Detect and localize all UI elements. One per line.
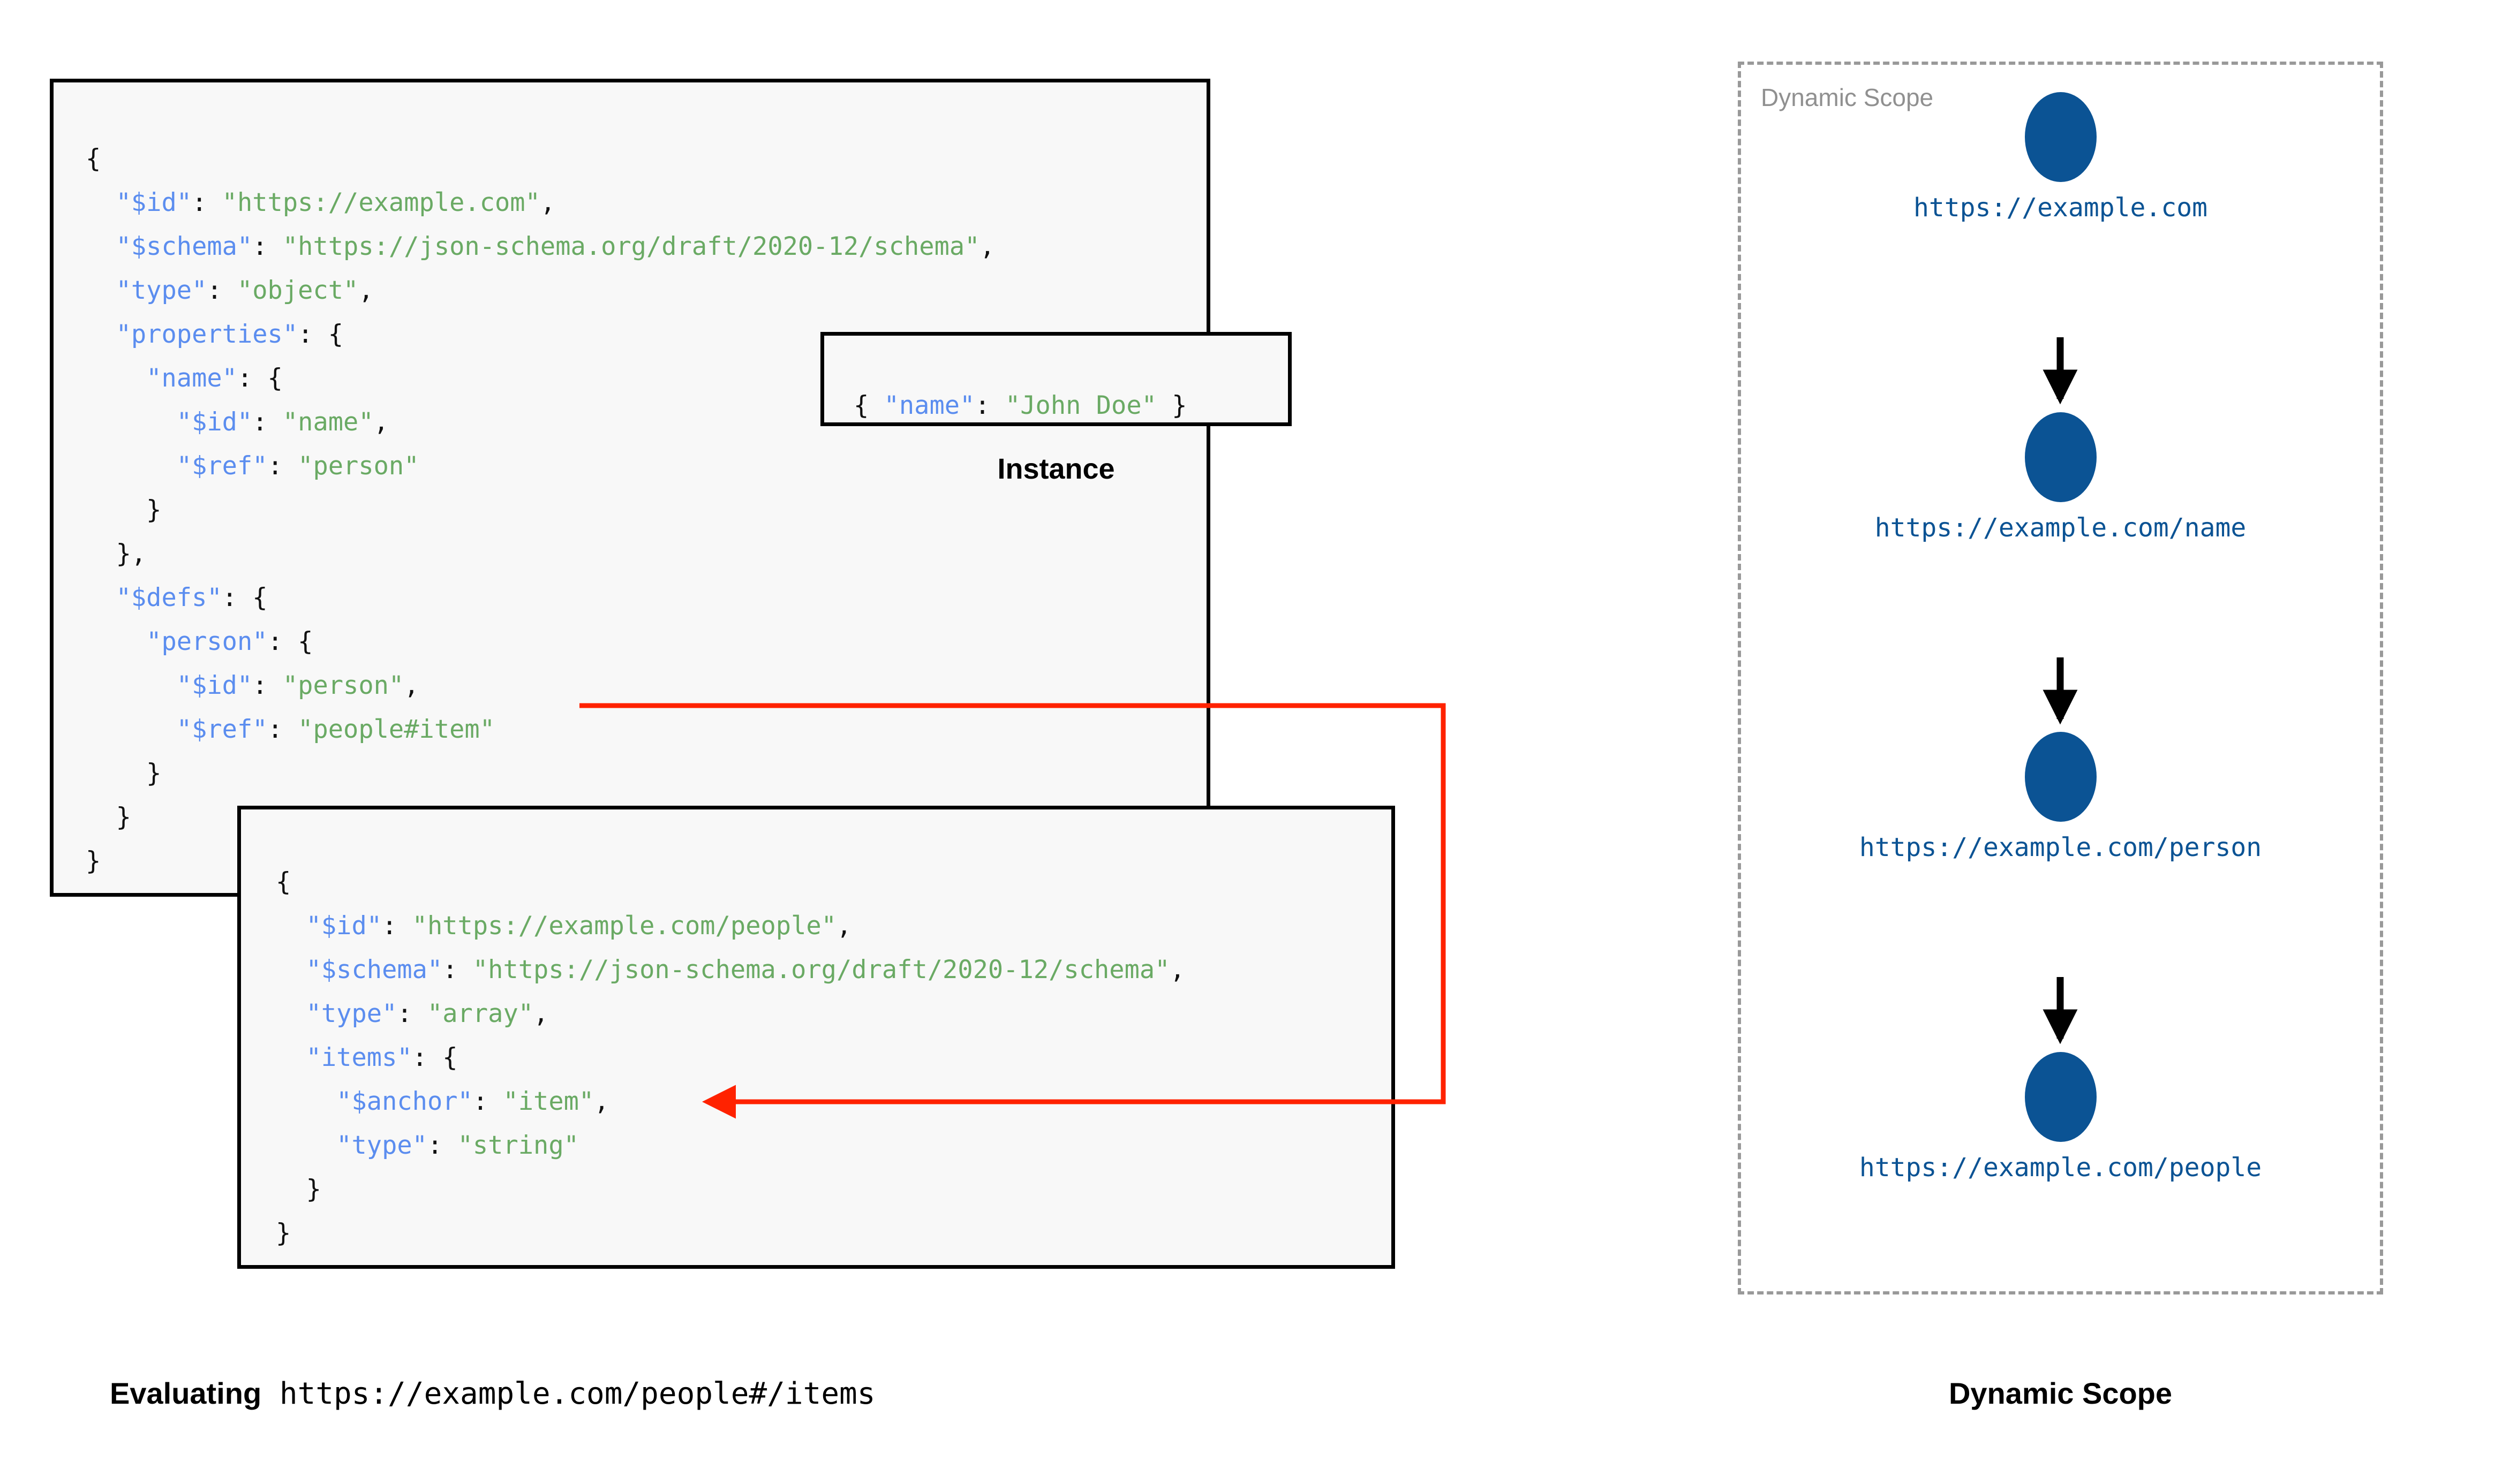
scope-node-circle xyxy=(2024,732,2097,822)
dynamic-scope-panel xyxy=(1738,62,2383,1294)
people-schema-code: { "$id": "https://example.com/people", "… xyxy=(276,867,1185,1248)
evaluating-caption: Evaluating https://example.com/people#/i… xyxy=(110,1376,875,1411)
dynamic-scope-panel-title: Dynamic Scope xyxy=(1761,84,1934,111)
scope-node-circle xyxy=(2024,92,2097,182)
instance-code: { "name": "John Doe" } xyxy=(854,391,1187,420)
scope-node-label: https://example.com/people xyxy=(1859,1153,2262,1183)
scope-node-label: https://example.com xyxy=(1913,193,2208,223)
main-schema-code: { "$id": "https://example.com", "$schema… xyxy=(86,144,995,876)
scope-node-example-com-name: https://example.com/name xyxy=(1738,412,2383,543)
people-schema-box: { "$id": "https://example.com/people", "… xyxy=(237,806,1395,1269)
scope-node-example-com-people: https://example.com/people xyxy=(1738,1052,2383,1183)
scope-node-circle xyxy=(2024,412,2097,502)
scope-node-label: https://example.com/name xyxy=(1874,513,2247,543)
instance-box: { "name": "John Doe" } xyxy=(820,332,1292,426)
scope-node-example-com-person: https://example.com/person xyxy=(1738,732,2383,862)
scope-node-circle xyxy=(2024,1052,2097,1142)
main-schema-box: { "$id": "https://example.com", "$schema… xyxy=(50,79,1210,897)
evaluating-caption-prefix: Evaluating xyxy=(110,1376,262,1410)
evaluating-caption-uri: https://example.com/people#/items xyxy=(261,1376,876,1411)
scope-node-label: https://example.com/person xyxy=(1859,832,2262,862)
scope-node-example-com: https://example.com xyxy=(1738,92,2383,223)
dynamic-scope-caption: Dynamic Scope xyxy=(1948,1376,2173,1410)
instance-label: Instance xyxy=(997,453,1115,485)
